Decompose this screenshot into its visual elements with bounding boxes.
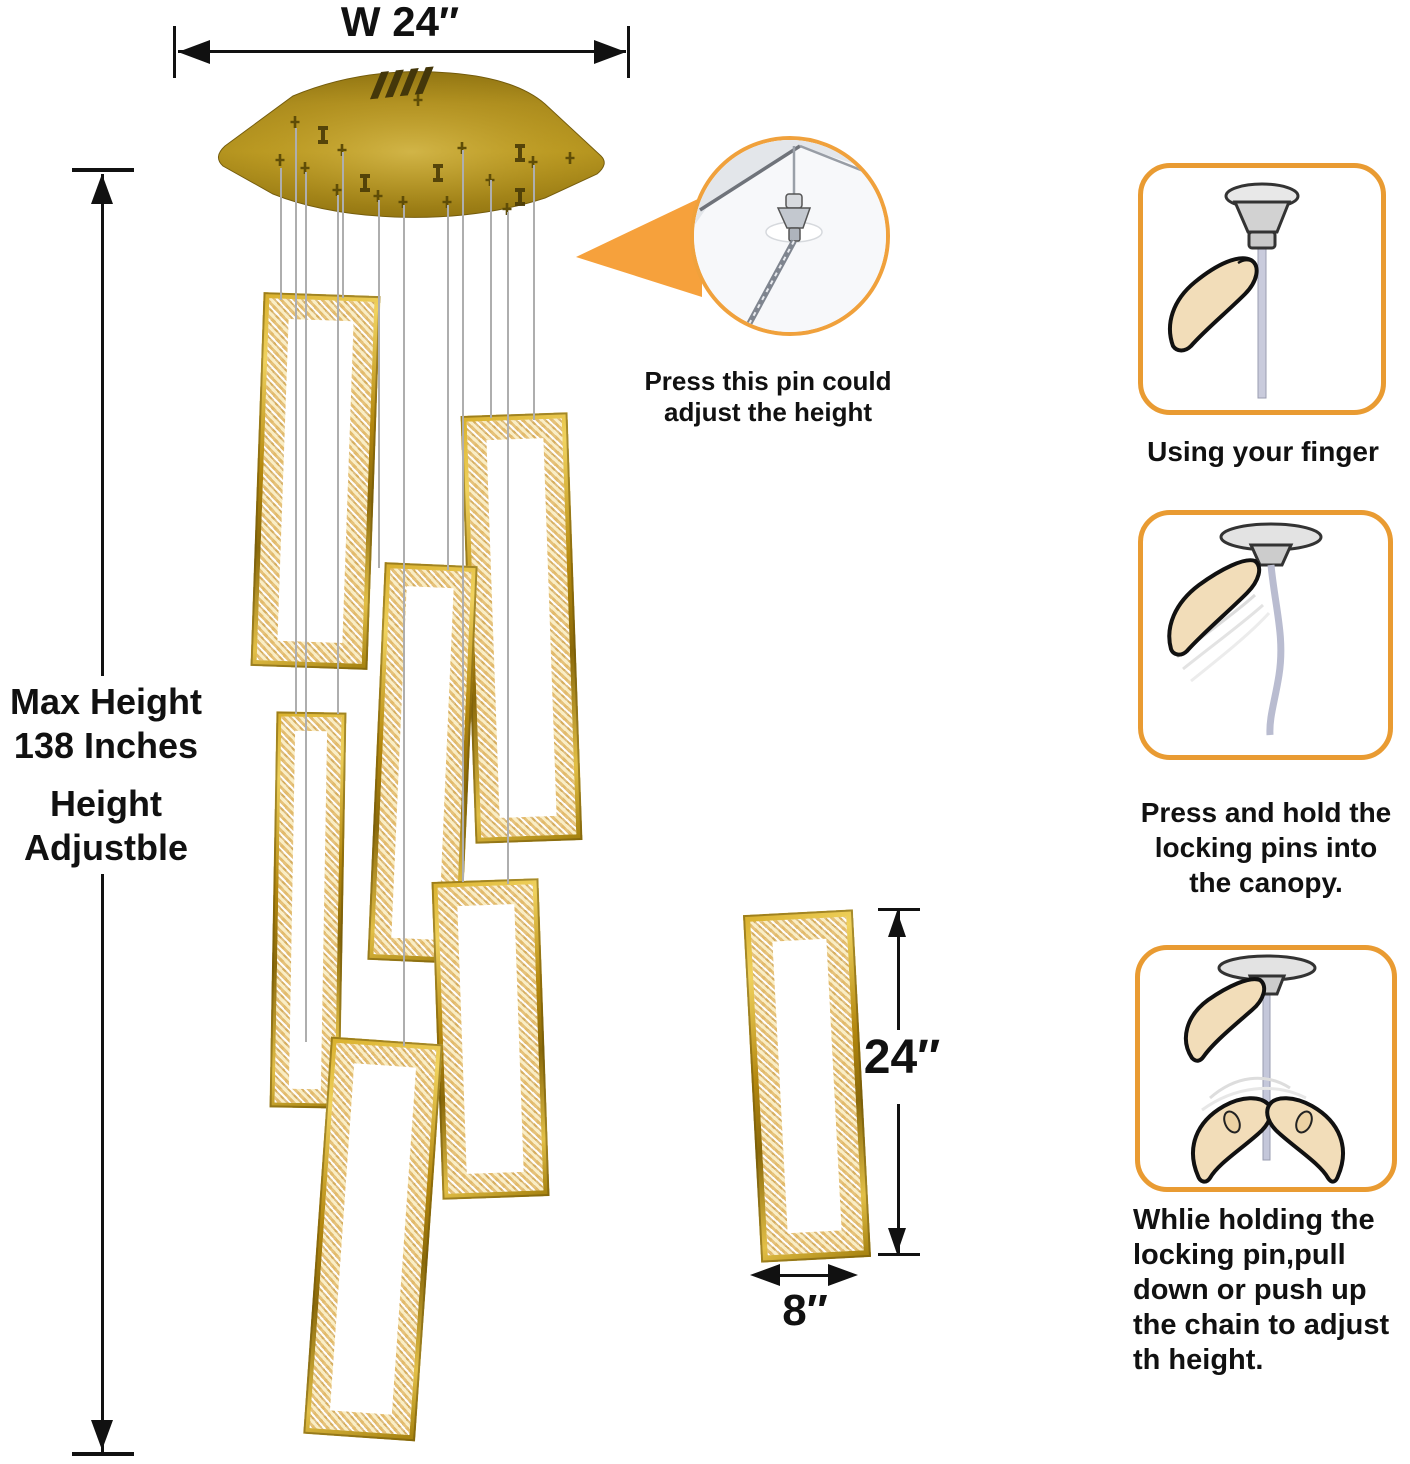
- caption-line: Using your finger: [1147, 436, 1379, 467]
- max-height-line3: Height: [50, 783, 162, 824]
- hanging-wire: [295, 128, 297, 714]
- callout-line2: adjust the height: [664, 397, 872, 427]
- hanging-wire: [342, 152, 344, 298]
- caption-line: locking pins into: [1154, 832, 1378, 863]
- canopy-screw-icons: [318, 126, 525, 206]
- max-height-value: 138: [13, 725, 74, 766]
- instruction-card-1: [1138, 163, 1386, 415]
- pull-chain-icon: [1183, 954, 1345, 1184]
- instruction-caption-2: Press and hold the locking pins into the…: [1125, 795, 1407, 900]
- finger-icon: [1168, 256, 1259, 353]
- finger-press-pin-icon: [1168, 182, 1300, 399]
- hanging-wire: [447, 205, 449, 570]
- callout-line1: Press this pin could: [644, 366, 892, 396]
- crystal-ring-5: [431, 878, 550, 1200]
- hanging-wire: [507, 212, 509, 884]
- crystal-ring-1: [250, 292, 381, 670]
- max-height-unit: Inches: [84, 725, 199, 766]
- finger-icon: [1183, 977, 1267, 1063]
- hanging-wire: [533, 165, 535, 420]
- hanging-wire: [280, 168, 282, 300]
- callout-wedge: [576, 197, 702, 297]
- hanging-wire: [378, 200, 380, 568]
- pin-detail-icon: [694, 140, 886, 332]
- zoom-circle: [690, 136, 890, 336]
- hanging-wire: [490, 180, 492, 418]
- max-height-label: Max Height 138 Inches Height Adjustble: [0, 676, 212, 874]
- finger-icon: [1167, 558, 1262, 657]
- caption-line: the chain to adjust: [1133, 1309, 1390, 1341]
- hanging-wire: [305, 172, 307, 1042]
- max-height-line4: Adjustble: [23, 827, 188, 868]
- caption-line: locking pin,pull: [1133, 1239, 1346, 1271]
- max-height-line2: 138 Inches: [0, 724, 212, 768]
- caption-line: Press and hold the: [1140, 797, 1392, 828]
- canopy-illustration: [218, 66, 605, 218]
- ring-hole: [277, 318, 354, 644]
- press-hold-pin-icon: [1167, 522, 1323, 736]
- caption-line: th height.: [1133, 1344, 1264, 1376]
- caption-line: Whlie holding the: [1133, 1204, 1375, 1236]
- spacer: [0, 768, 212, 782]
- ring-height-label: 24″: [852, 1030, 952, 1085]
- instruction-card-3: [1135, 945, 1397, 1192]
- width-label: W 24″: [340, 0, 460, 45]
- caption-line: down or push up: [1133, 1274, 1367, 1306]
- hand-right-icon: [1265, 1096, 1345, 1184]
- canopy-vent-icon: [369, 66, 434, 100]
- instruction-caption-3: Whlie holding the locking pin,pull down …: [1133, 1203, 1410, 1378]
- ring-width-label: 8″: [782, 1286, 828, 1335]
- instruction-card-2: [1138, 510, 1393, 760]
- ring-hole: [457, 904, 524, 1174]
- hanging-wire: [462, 150, 464, 882]
- reference-ring: [742, 909, 872, 1263]
- crystal-ring-2: [460, 412, 583, 844]
- hand-left-icon: [1191, 1096, 1273, 1184]
- max-height-line1: Max Height: [9, 681, 203, 722]
- instruction-caption-1: Using your finger: [1128, 434, 1398, 469]
- callout-text: Press this pin could adjust the height: [612, 366, 924, 428]
- hanging-wire: [403, 205, 405, 1046]
- ring-hole: [288, 730, 328, 1090]
- hanging-wire: [337, 195, 339, 714]
- caption-line: the canopy.: [1189, 867, 1343, 898]
